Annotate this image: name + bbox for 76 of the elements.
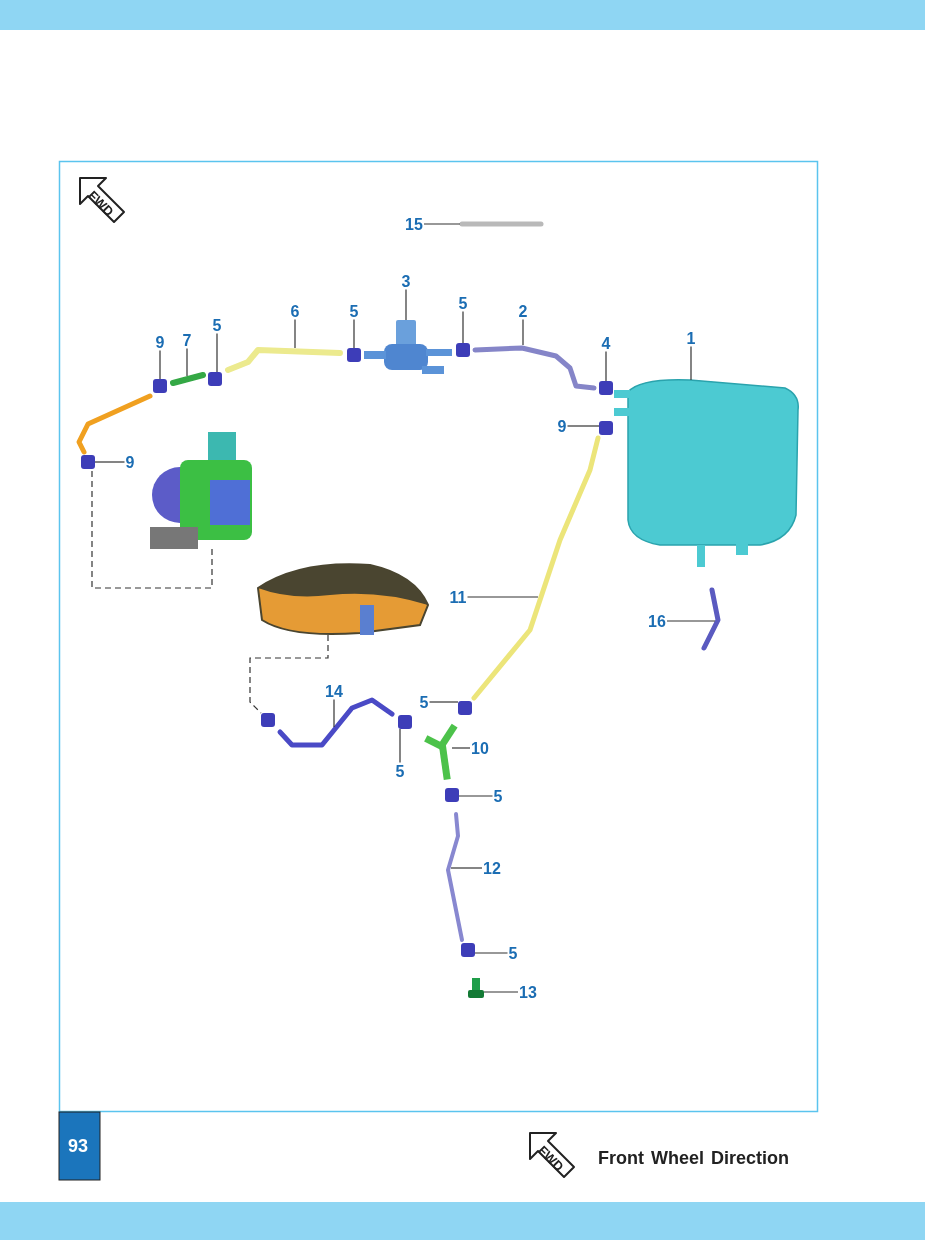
leader-line <box>666 620 716 622</box>
callout-number: 6 <box>290 302 300 320</box>
hose-clamp-icon <box>458 701 472 715</box>
rod-drawing <box>459 221 544 227</box>
leader-line <box>451 747 471 749</box>
leader-line <box>159 349 161 380</box>
hose-drawing <box>277 697 395 748</box>
callout-number: 1 <box>686 329 696 347</box>
hose-clamp-icon <box>461 943 475 957</box>
callout-number: 14 <box>325 682 343 700</box>
leader-line <box>522 318 524 346</box>
callout-number: 5 <box>508 944 518 962</box>
hose-drawing <box>225 347 343 373</box>
leader-line <box>186 347 188 377</box>
leader-line <box>399 728 401 764</box>
leader-line <box>690 345 692 381</box>
leader-line <box>566 425 600 427</box>
leader-line <box>466 596 539 598</box>
throttle-body-drawing <box>150 432 252 549</box>
callout-number: 5 <box>493 787 503 805</box>
page-number: 93 <box>68 1136 89 1157</box>
leader-line <box>216 332 218 373</box>
direction-caption: Front Wheel Direction <box>598 1148 789 1169</box>
callout-number: 5 <box>419 693 429 711</box>
callout-number: 13 <box>519 983 537 1001</box>
dashed-connector <box>91 468 213 589</box>
hose-drawing <box>471 435 601 701</box>
hose-clamp-icon <box>398 715 412 729</box>
callout-number: 9 <box>125 453 135 471</box>
leader-line <box>353 318 355 349</box>
hose-drawing <box>76 393 153 455</box>
leader-line <box>450 867 483 869</box>
callout-number: 12 <box>483 859 501 877</box>
leader-line <box>405 288 407 321</box>
hose-clamp-icon <box>456 343 470 357</box>
canister-drawing <box>614 379 799 567</box>
hose-clamp-icon <box>261 713 275 727</box>
callout-number: 5 <box>458 294 468 312</box>
hose-clamp-icon <box>347 348 361 362</box>
plug-drawing <box>468 978 484 998</box>
hose-clamp-icon <box>81 455 95 469</box>
leader-line <box>462 310 464 344</box>
valve-drawing <box>364 320 452 374</box>
leader-line <box>428 701 459 703</box>
callout-number: 11 <box>449 588 467 606</box>
callout-number: 10 <box>471 739 489 757</box>
hose-clamp-icon <box>599 421 613 435</box>
leader-line <box>94 461 126 463</box>
callout-number: 9 <box>557 417 567 435</box>
leader-line <box>458 795 494 797</box>
leader-line <box>333 698 335 728</box>
callout-number: 15 <box>405 215 423 233</box>
leader-line <box>294 318 296 349</box>
leader-line <box>474 952 509 954</box>
tee-connector-drawing <box>424 723 458 781</box>
callout-number: 7 <box>182 331 192 349</box>
hose-clamp-icon <box>208 372 222 386</box>
hose-clamp-icon <box>599 381 613 395</box>
callout-number: 4 <box>601 334 611 352</box>
hose-drawing <box>446 812 464 942</box>
fuel-tank-drawing <box>257 563 429 636</box>
callout-number: 9 <box>155 333 165 351</box>
callout-number: 5 <box>212 316 222 334</box>
hose-drawing <box>472 345 597 391</box>
callout-number: 2 <box>518 302 528 320</box>
callout-number: 5 <box>395 762 405 780</box>
callout-number: 16 <box>648 612 666 630</box>
callout-number: 3 <box>401 272 411 290</box>
hose-clamp-icon <box>445 788 459 802</box>
leader-line <box>605 350 607 382</box>
callout-number: 5 <box>349 302 359 320</box>
leader-line <box>423 223 461 225</box>
hose-clamp-icon <box>153 379 167 393</box>
hose-drawing <box>701 587 721 651</box>
hose-drawing <box>170 372 206 386</box>
leader-line <box>483 991 519 993</box>
